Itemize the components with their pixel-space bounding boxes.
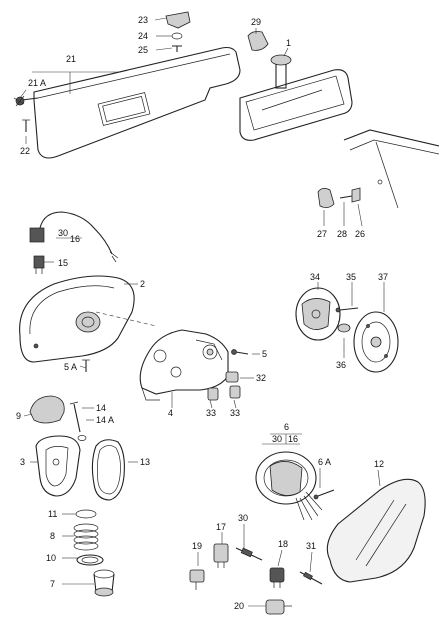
label-32: 32 [256,373,266,383]
connector-18 [269,567,285,588]
motor-34 [295,287,341,341]
label-1: 1 [286,38,291,48]
label-24: 24 [138,31,148,41]
label-19: 19 [192,541,202,551]
label-33b: 33 [230,408,240,418]
washer-14a [77,435,87,441]
connector-20 [265,599,292,615]
label-28: 28 [337,229,347,239]
label-6a: 6 A [318,457,331,467]
screw-5 [231,349,249,355]
label-34: 34 [310,272,320,282]
label-11: 11 [48,509,57,519]
glass-motor-6 [255,451,323,521]
label-33a: 33 [206,408,216,418]
label-6-30: 30 [272,434,282,444]
ring-10 [76,554,104,566]
screw-28 [339,195,353,199]
label-14a: 14 A [96,415,114,425]
mirror-glass-12 [326,478,426,583]
plug-32 [225,371,239,383]
sun-visor [33,46,241,159]
connector-19 [189,569,205,590]
connector-17 [213,543,229,568]
label-17: 17 [216,522,226,532]
label-16-16: 16 [70,234,80,244]
drive-unit-37 [353,311,399,373]
label-31: 31 [306,541,316,551]
label-12: 12 [374,459,384,469]
label-35: 35 [346,272,356,282]
label-5a: 5 A [64,362,77,372]
terminal-31 [299,571,323,585]
interior-mirror [239,54,353,141]
label-23: 23 [138,15,148,25]
label-18: 18 [278,539,288,549]
label-21a: 21 A [28,78,46,88]
sleeve-7 [93,569,115,597]
mirror-cover-29 [247,31,269,51]
label-6-16: 16 [288,434,298,444]
part-labels: 23 24 25 29 1 21 21 A 22 27 28 26 30 16 … [16,15,388,611]
label-6: 6 [284,422,289,432]
leader-lines [19,17,385,607]
label-5: 5 [262,349,267,359]
label-25: 25 [138,45,148,55]
ring-11 [75,509,97,519]
terminal-30 [235,547,263,561]
screw-25 [172,45,182,52]
screw-5a [82,359,90,372]
label-2: 2 [140,279,145,289]
visor-screw-22 [22,119,30,132]
visor-clip-23 [165,11,191,29]
label-3: 3 [20,457,25,467]
label-37: 37 [378,272,388,282]
switch-15 [33,255,45,274]
label-14: 14 [96,403,106,413]
label-29: 29 [251,17,261,27]
label-36: 36 [336,360,346,370]
label-21: 21 [66,54,76,64]
gasket-13 [91,439,125,501]
bushing-36 [337,323,351,333]
plugs-33 [207,385,241,401]
label-7: 7 [50,579,55,589]
label-15: 15 [58,258,68,268]
visor-rod [13,95,39,107]
label-16-30: 30 [58,228,68,238]
switch-cable-16 [29,211,119,263]
washer-24 [171,32,183,40]
windshield-frame [343,129,439,209]
screw-35 [335,307,359,313]
cap-9 [29,395,65,424]
alignment-line-housing [95,311,157,327]
mirror-housing-2 [19,275,135,363]
spring-8 [73,523,99,551]
label-4: 4 [168,408,173,418]
bracket-26 [351,187,361,203]
bracket-6 [270,433,302,444]
label-22: 22 [20,146,30,156]
label-30: 30 [238,513,248,523]
mirror-base-27 [317,188,335,208]
screw-6a [313,489,335,500]
label-20: 20 [234,601,244,611]
label-9: 9 [16,411,21,421]
label-13: 13 [140,457,150,467]
mirror-base-3 [35,435,81,497]
label-26: 26 [355,229,365,239]
screw-14 [69,401,81,433]
label-8: 8 [50,531,55,541]
label-27: 27 [317,229,327,239]
label-10: 10 [46,553,56,563]
